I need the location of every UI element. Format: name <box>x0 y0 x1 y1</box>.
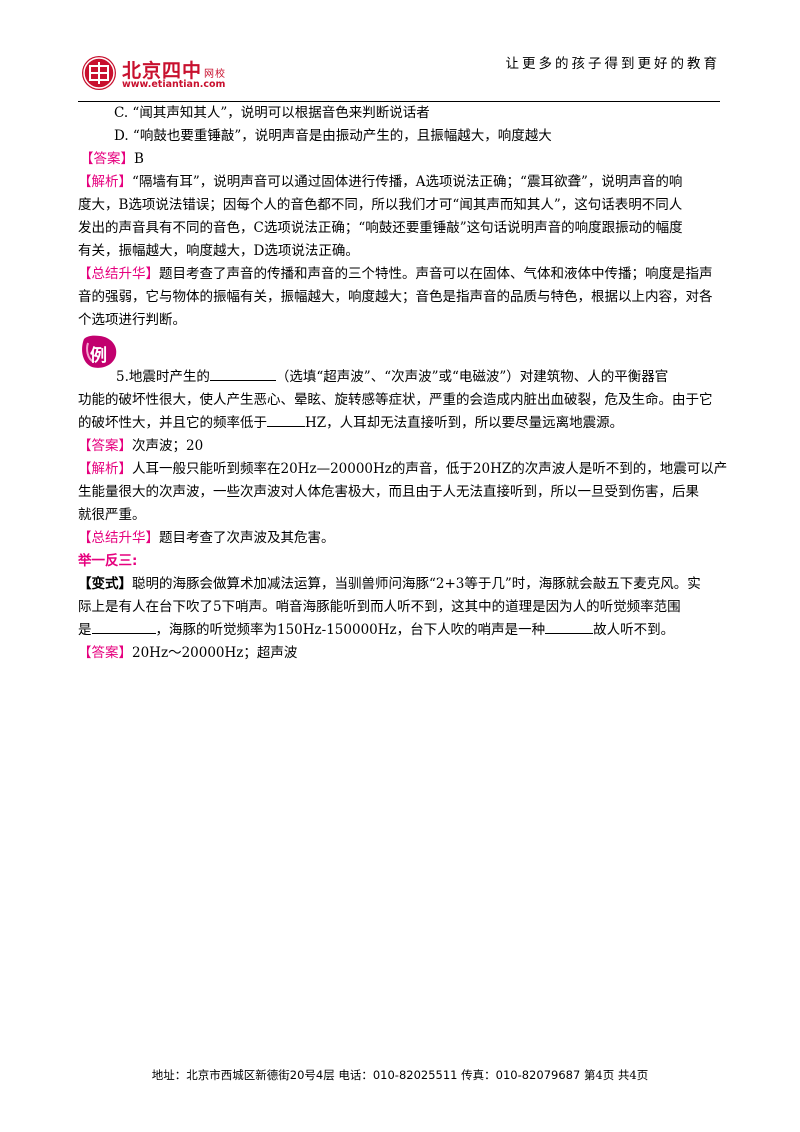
variant-line-1: 【变式】聪明的海豚会做算术加减法运算，当驯兽师问海豚“2+3等于几”时，海豚就会… <box>78 573 726 596</box>
answer-text: 次声波；20 <box>132 438 204 454</box>
answer-tag: 【答案】 <box>80 151 134 167</box>
variant-text: 聪明的海豚会做算术加减法运算，当驯兽师问海豚“2+3等于几”时，海豚就会敲五下麦… <box>132 576 701 592</box>
variant-text: 是 <box>78 622 92 638</box>
q5-analysis-line-2: 生能量很大的次声波，一些次声波对人体危害极大，而且由于人无法直接听到，所以一旦受… <box>78 484 699 500</box>
page-number: 第4页 共4页 <box>583 1068 649 1082</box>
question-text: 的破坏性大，并且它的频率低于 <box>78 415 267 431</box>
variant-answer: 【答案】20Hz～20000Hz；超声波 <box>78 642 726 665</box>
variant-line-2: 际上是有人在台下吹了5下哨声。哨音海豚能听到而人听不到，这其中的道理是因为人的听… <box>78 599 681 615</box>
answer-blank <box>209 366 276 381</box>
page-header: 北京四中网校 www.etiantian.com 让更多的孩子得到更好的教育 <box>78 40 720 102</box>
logo-url: www.etiantian.com <box>122 79 226 90</box>
spacer <box>78 332 726 366</box>
school-logo: 北京四中网校 www.etiantian.com <box>78 52 298 96</box>
variant-text: 故人听不到。 <box>593 622 675 638</box>
q4-analysis-line-1: 【解析】“隔墙有耳”，说明声音可以通过固体进行传播，A选项说法正确；“震耳欲聋”… <box>78 171 726 194</box>
q5-question-line-2: 功能的破坏性很大，使人产生恶心、晕眩、旋转感等症状，严重的会造成内脏出血破裂，危… <box>78 392 713 408</box>
logo-name: 北京四中 <box>122 60 203 82</box>
variant-line-3: 是 ，海豚的听觉频率为150Hz-150000Hz，台下人吹的哨声是一种 故人听不到… <box>78 619 726 642</box>
q4-analysis-line-2: 度大，B选项说法错误；因每个人的音色都不同，所以我们才可“闻其声而知其人”，这句… <box>78 197 683 213</box>
page-content: C. “闻其声知其人”，说明可以根据音色来判断说话者 D. “响鼓也要重锤敲”，… <box>78 102 728 665</box>
answer-text: B <box>134 151 144 167</box>
q5-question-line-3: 的破坏性大，并且它的频率低于 HZ，人耳却无法直接听到，所以要尽量远离地震源。 <box>78 412 726 435</box>
variant-tag: 【变式】 <box>78 576 132 592</box>
q5-question-line-1: 5.地震时产生的 （选填“超声波”、“次声波”或“电磁波”）对建筑物、人的平衡器官 <box>78 366 726 389</box>
summary-text: 题目考查了次声波及其危害。 <box>159 530 335 546</box>
analysis-text: 人耳一般只能听到频率在20Hz—20000Hz的声音，低于20HZ的次声波人是听… <box>132 461 728 477</box>
example-badge-icon: 例 <box>78 335 120 371</box>
logo-sub: 网校 <box>204 69 227 80</box>
analysis-tag: 【解析】 <box>78 461 132 477</box>
answer-tag: 【答案】 <box>78 645 132 661</box>
q4-analysis-line-3: 发出的声音具有不同的音色，C选项说法正确；“响鼓还要重锤敲”这句话说明声音的响度… <box>78 220 683 236</box>
option-c: C. “闻其声知其人”，说明可以根据音色来判断说话者 <box>114 105 430 121</box>
q5-answer: 【答案】次声波；20 <box>78 435 726 458</box>
q4-answer: 【答案】B <box>78 148 726 171</box>
header-divider <box>78 101 720 102</box>
option-d: D. “响鼓也要重锤敲”，说明声音是由振动产生的，且振幅越大，响度越大 <box>114 128 552 144</box>
summary-tag: 【总结升华】 <box>78 530 159 546</box>
logo-emblem-icon <box>82 56 116 90</box>
summary-tag: 【总结升华】 <box>78 266 159 282</box>
question-text: （选填“超声波”、“次声波”或“电磁波”）对建筑物、人的平衡器官 <box>275 369 669 385</box>
analysis-tag: 【解析】 <box>78 174 132 190</box>
answer-tag: 【答案】 <box>78 438 132 454</box>
header-slogan: 让更多的孩子得到更好的教育 <box>505 56 720 72</box>
question-text: 5.地震时产生的 <box>116 369 210 385</box>
q5-analysis-line-3: 就很严重。 <box>78 507 146 523</box>
page-footer: 地址：北京市西城区新德街20号4层 电话：010-82025511 传真：010… <box>0 1067 800 1083</box>
variant-text: ，海豚的听觉频率为150Hz-150000Hz，台下人吹的哨声是一种 <box>155 622 546 638</box>
answer-blank <box>267 412 305 427</box>
q5-summary: 【总结升华】题目考查了次声波及其危害。 <box>78 527 726 550</box>
answer-blank <box>545 619 594 634</box>
q4-summary-line-1: 【总结升华】题目考查了声音的传播和声音的三个特性。声音可以在固体、气体和液体中传… <box>78 263 726 286</box>
q4-summary-line-3: 个选项进行判断。 <box>78 312 186 328</box>
variant-heading: 举一反三: <box>78 553 138 569</box>
example-badge-label: 例 <box>90 346 107 366</box>
analysis-text: “隔墙有耳”，说明声音可以通过固体进行传播，A选项说法正确；“震耳欲聋”，说明声… <box>132 174 683 190</box>
answer-text: 20Hz～20000Hz；超声波 <box>132 645 298 661</box>
question-text: HZ，人耳却无法直接听到，所以要尽量远离地震源。 <box>305 415 624 431</box>
q4-summary-line-2: 音的强弱，它与物体的振幅有关，振幅越大，响度越大；音色是指声音的品质与特色，根据… <box>78 289 713 305</box>
summary-text: 题目考查了声音的传播和声音的三个特性。声音可以在固体、气体和液体中传播；响度是指… <box>159 266 713 282</box>
q4-analysis-line-4: 有关，振幅越大，响度越大，D选项说法正确。 <box>78 243 359 259</box>
q5-analysis-line-1: 【解析】人耳一般只能听到频率在20Hz—20000Hz的声音，低于20HZ的次声… <box>78 458 728 481</box>
answer-blank <box>91 619 156 634</box>
footer-address: 地址：北京市西城区新德街20号4层 电话：010-82025511 传真：010… <box>151 1068 581 1082</box>
